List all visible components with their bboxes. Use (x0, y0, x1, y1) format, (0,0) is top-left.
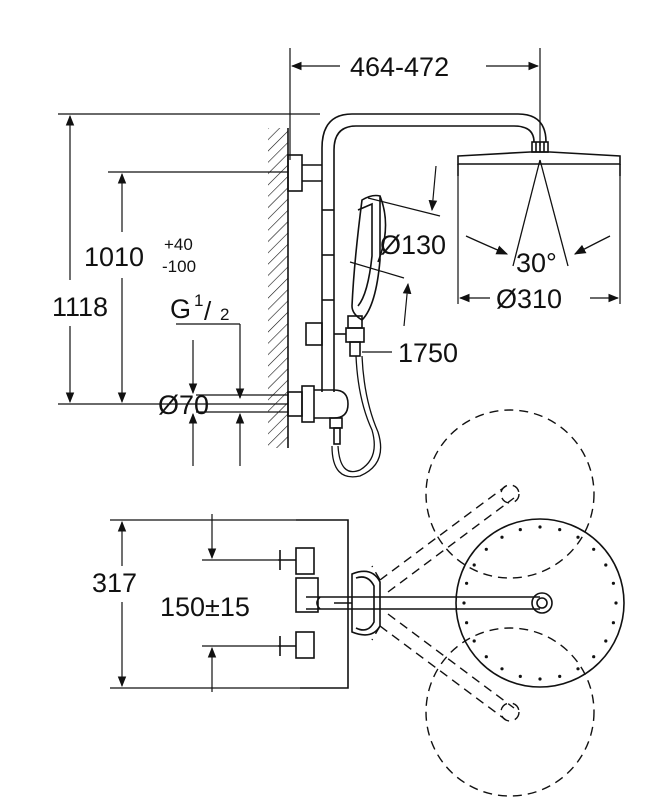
nozzle-dot (576, 667, 580, 671)
overall-height-label: 1118 (52, 292, 108, 322)
headshower-diameter-label: Ø310 (496, 284, 562, 314)
nozzle-dot (576, 535, 580, 539)
mixer-height-tolerance-plus: +40 (164, 235, 193, 254)
arm-swing-positions (371, 409, 595, 797)
thread-size-slash: / (204, 296, 212, 326)
nozzle-dot (484, 547, 488, 551)
nozzle-dot (518, 674, 522, 679)
nozzle-dot (465, 621, 469, 625)
handshower-diameter-label: Ø130 (380, 230, 446, 260)
mixer-depth-label: 317 (92, 568, 137, 598)
mixer-height-label: 1010 (84, 242, 144, 272)
plan-dimension-lines (110, 514, 300, 692)
plan-view (278, 409, 625, 797)
nozzle-dot (604, 639, 608, 643)
shower-arm (321, 113, 547, 160)
nozzle-dot (611, 621, 616, 625)
nozzle-dot (592, 547, 596, 551)
nozzle-dot (465, 581, 469, 585)
thread-size-label: G (170, 294, 191, 324)
side-elevation-view (196, 113, 621, 478)
shower-hose (331, 355, 382, 478)
nozzle-dot (500, 535, 504, 539)
head-shower-plan (455, 518, 625, 688)
hose-length-label: 1750 (398, 338, 458, 368)
nozzle-dot (538, 677, 542, 681)
nozzle-dot (518, 528, 522, 532)
nozzle-dot (472, 563, 476, 567)
handshower-holder (305, 315, 365, 357)
head-shower-nozzle-grid (462, 525, 618, 681)
inlet-diameter-label: Ø70 (158, 390, 209, 420)
hand-shower-plan (334, 570, 381, 636)
inlet-spacing-label: 150±15 (160, 592, 250, 622)
wall-hatching (268, 128, 288, 448)
nozzle-dot (484, 655, 488, 659)
nozzle-dot (558, 674, 562, 679)
thread-size-denominator: 2 (220, 305, 229, 324)
nozzle-dot (614, 601, 618, 605)
shower-arm-plan (306, 592, 553, 614)
nozzle-dot (472, 639, 476, 643)
nozzle-dot (604, 563, 608, 567)
arm-projection-label: 464-472 (350, 52, 449, 82)
nozzle-dot (462, 601, 466, 605)
nozzle-dot (538, 525, 542, 529)
nozzle-dot (592, 655, 596, 659)
side-dimension-lines (58, 48, 621, 466)
thermostat-mixer-side (287, 385, 349, 445)
nozzle-dot (611, 581, 616, 585)
spray-cone (465, 159, 611, 267)
nozzle-dot (500, 667, 504, 671)
top-wall-bracket (287, 154, 303, 192)
nozzle-dot (558, 528, 562, 532)
spray-angle-label: 30° (516, 248, 557, 278)
riser-pipe (321, 160, 335, 392)
head-shower-side (457, 141, 621, 176)
thread-size-numerator: 1 (194, 291, 203, 310)
mixer-height-tolerance-minus: -100 (162, 257, 196, 276)
thermostat-mixer-plan (278, 519, 349, 689)
